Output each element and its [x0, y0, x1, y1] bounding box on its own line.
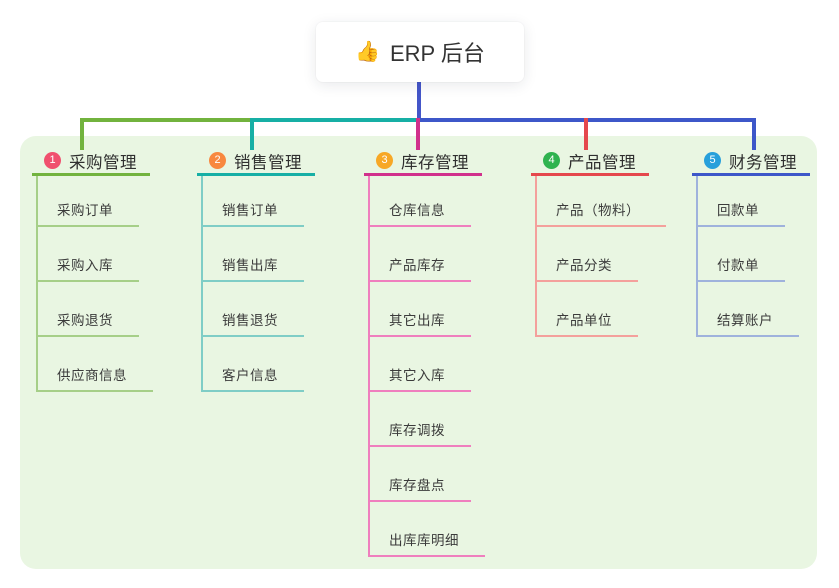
branch-number-badge: 3 — [376, 152, 393, 169]
branch-label: 库存管理 — [401, 153, 469, 172]
branch-label: 产品管理 — [568, 153, 636, 172]
branch-number-badge: 2 — [209, 152, 226, 169]
child-label: 回款单 — [717, 203, 759, 218]
child-item[interactable]: 采购退货 — [36, 282, 139, 337]
branch-drop-line-5 — [752, 118, 756, 150]
branch-number-badge: 1 — [44, 152, 61, 169]
branch-3: 3 库存管理 仓库信息产品库存其它出库其它入库库存调拨库存盘点出库库明细 — [364, 148, 485, 557]
branch-drop-line-3 — [416, 118, 420, 150]
child-item[interactable]: 产品（物料） — [535, 176, 666, 227]
child-item[interactable]: 供应商信息 — [36, 337, 153, 392]
branch-children: 产品（物料） 产品分类产品单位 — [535, 176, 666, 337]
child-label: 销售订单 — [222, 203, 278, 218]
child-item[interactable]: 其它出库 — [368, 282, 471, 337]
branch-1: 1 采购管理 采购订单采购入库采购退货供应商信息 — [32, 148, 153, 392]
branch-header[interactable]: 1 采购管理 — [32, 148, 150, 176]
bus-line-segment-teal — [252, 118, 420, 122]
root-node[interactable]: 👍 ERP 后台 — [316, 22, 524, 82]
child-label: 库存调拨 — [389, 423, 445, 438]
branch-label: 财务管理 — [729, 153, 797, 172]
child-label: 其它入库 — [389, 368, 445, 383]
child-item[interactable]: 销售出库 — [201, 227, 304, 282]
child-item[interactable]: 产品单位 — [535, 282, 638, 337]
branch-number-badge: 4 — [543, 152, 560, 169]
branch-label: 销售管理 — [234, 153, 302, 172]
child-item[interactable]: 库存盘点 — [368, 447, 471, 502]
branch-drop-line-4 — [584, 118, 588, 150]
child-label: 销售出库 — [222, 258, 278, 273]
child-item[interactable]: 回款单 — [696, 176, 785, 227]
child-label: 产品（物料） — [556, 203, 640, 218]
branch-children: 销售订单销售出库销售退货客户信息 — [201, 176, 315, 392]
branch-4: 4 产品管理 产品（物料） 产品分类产品单位 — [531, 148, 666, 337]
child-label: 采购退货 — [57, 313, 113, 328]
branch-children: 仓库信息产品库存其它出库其它入库库存调拨库存盘点出库库明细 — [368, 176, 485, 557]
branch-number-badge: 5 — [704, 152, 721, 169]
branch-5: 5 财务管理 回款单付款单结算账户 — [692, 148, 810, 337]
branch-drop-line-2 — [250, 118, 254, 150]
child-label: 产品单位 — [556, 313, 612, 328]
child-label: 供应商信息 — [57, 368, 127, 383]
child-item[interactable]: 其它入库 — [368, 337, 471, 392]
child-label: 其它出库 — [389, 313, 445, 328]
bus-line-segment-green — [80, 118, 252, 122]
child-label: 采购订单 — [57, 203, 113, 218]
bus-line-segment-blue — [420, 118, 756, 122]
child-label: 客户信息 — [222, 368, 278, 383]
child-label: 结算账户 — [717, 313, 773, 328]
child-item[interactable]: 库存调拨 — [368, 392, 471, 447]
child-label: 仓库信息 — [389, 203, 445, 218]
root-stem-line — [417, 82, 421, 119]
child-label: 销售退货 — [222, 313, 278, 328]
branch-label: 采购管理 — [69, 153, 137, 172]
thumbs-up-icon: 👍 — [355, 41, 380, 63]
child-item[interactable]: 销售退货 — [201, 282, 304, 337]
child-item[interactable]: 仓库信息 — [368, 176, 471, 227]
child-item[interactable]: 产品分类 — [535, 227, 638, 282]
child-label: 产品库存 — [389, 258, 445, 273]
child-item[interactable]: 采购订单 — [36, 176, 139, 227]
branch-children: 采购订单采购入库采购退货供应商信息 — [36, 176, 153, 392]
child-label: 出库库明细 — [389, 533, 459, 548]
branch-2: 2 销售管理 销售订单销售出库销售退货客户信息 — [197, 148, 315, 392]
branches-background-panel — [20, 136, 817, 569]
branch-header[interactable]: 3 库存管理 — [364, 148, 482, 176]
child-label: 付款单 — [717, 258, 759, 273]
child-item[interactable]: 出库库明细 — [368, 502, 485, 557]
branch-drop-line-1 — [80, 118, 84, 150]
child-item[interactable]: 付款单 — [696, 227, 785, 282]
root-label: ERP 后台 — [389, 41, 485, 66]
branch-header[interactable]: 2 销售管理 — [197, 148, 315, 176]
child-label: 库存盘点 — [389, 478, 445, 493]
branch-header[interactable]: 5 财务管理 — [692, 148, 810, 176]
child-item[interactable]: 结算账户 — [696, 282, 799, 337]
child-item[interactable]: 客户信息 — [201, 337, 304, 392]
child-item[interactable]: 销售订单 — [201, 176, 304, 227]
child-item[interactable]: 产品库存 — [368, 227, 471, 282]
branch-header[interactable]: 4 产品管理 — [531, 148, 649, 176]
child-label: 采购入库 — [57, 258, 113, 273]
branch-children: 回款单付款单结算账户 — [696, 176, 810, 337]
child-item[interactable]: 采购入库 — [36, 227, 139, 282]
child-label: 产品分类 — [556, 258, 612, 273]
